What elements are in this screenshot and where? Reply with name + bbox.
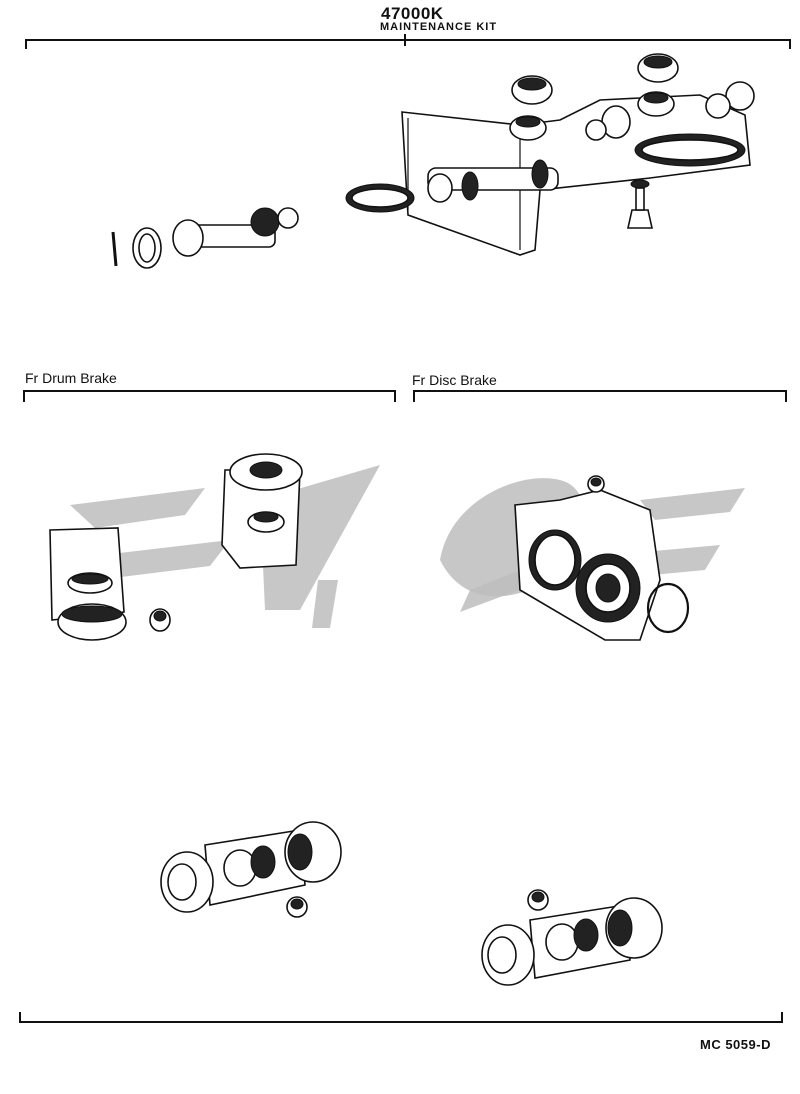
push-rod-piston-assembly bbox=[111, 207, 299, 269]
bracket-overall-bottom bbox=[19, 1012, 783, 1023]
wheel-cylinder-left bbox=[160, 821, 342, 918]
bracket-maintenance-kit bbox=[25, 34, 791, 49]
drum-bleeder-cap bbox=[149, 608, 171, 632]
section-label-disc-brake: Fr Disc Brake bbox=[412, 372, 497, 388]
bracket-disc-brake bbox=[413, 390, 787, 402]
disc-set-ring bbox=[646, 582, 690, 634]
disc-dust-boot bbox=[575, 553, 641, 623]
bracket-drum-brake bbox=[23, 390, 396, 402]
disc-piston-seal bbox=[528, 529, 582, 591]
wheel-cylinder-right bbox=[481, 889, 663, 986]
stopper-bolt bbox=[627, 179, 653, 229]
main-spring bbox=[345, 183, 415, 213]
drum-boot bbox=[221, 453, 303, 569]
kit-name: MAINTENANCE KIT bbox=[380, 21, 498, 33]
piston-assembly-primary bbox=[427, 159, 559, 203]
drum-cup-small bbox=[67, 572, 113, 594]
diagram-code: MC 5059-D bbox=[700, 1037, 771, 1052]
kit-number: 47000K bbox=[381, 4, 444, 23]
secondary-spring bbox=[634, 133, 746, 167]
drum-cup-large bbox=[57, 603, 127, 641]
disc-bleeder-cap bbox=[587, 475, 605, 493]
section-label-drum-brake: Fr Drum Brake bbox=[25, 370, 117, 386]
reservoir-grommets bbox=[509, 53, 755, 141]
